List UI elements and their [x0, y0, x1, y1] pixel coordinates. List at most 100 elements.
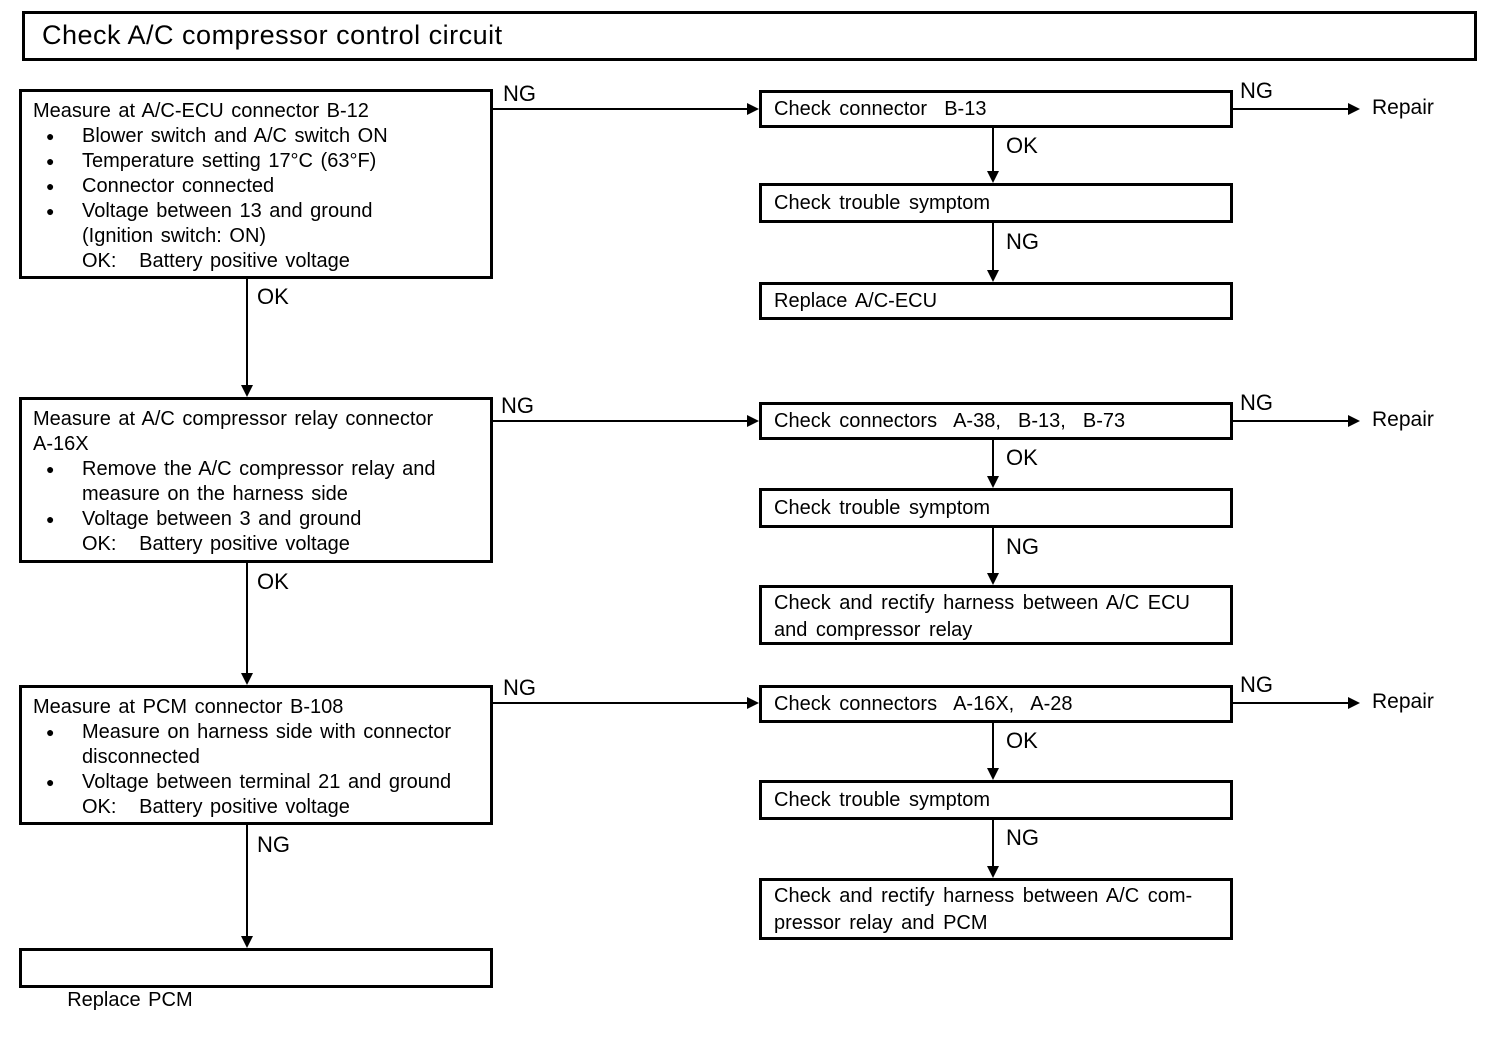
measure-compressor-relay-box: Measure at A/C compressor relay connecto…: [19, 397, 493, 563]
ok-label: OK: [1006, 728, 1038, 753]
bullet-line: Voltage between 13 and ground: [82, 200, 373, 222]
header-line: Measure at A/C-ECU connector B-12: [33, 100, 369, 122]
box-text: Check and rectify harness between A/C co…: [774, 885, 1193, 907]
bullet-line: Remove the A/C compressor relay and: [82, 458, 436, 480]
ng-label: NG: [501, 393, 534, 418]
bullet-icon: ●: [46, 461, 55, 477]
bullet-icon: ●: [46, 178, 55, 194]
check-connector-b13-box: Check connector B-13: [759, 90, 1233, 128]
bullet-line: OK: Battery positive voltage: [82, 533, 350, 555]
arrowhead-right-icon: [1348, 697, 1360, 709]
ok-label: OK: [257, 284, 289, 309]
ok-label: OK: [1006, 133, 1038, 158]
bullet-icon: ●: [46, 724, 55, 740]
flow-line: [992, 440, 994, 476]
header-line: Measure at A/C compressor relay connecto…: [33, 408, 434, 430]
bullet-icon: ●: [46, 153, 55, 169]
bullet-line: Blower switch and A/C switch ON: [82, 125, 388, 147]
arrowhead-right-icon: [747, 697, 759, 709]
arrowhead-down-icon: [241, 936, 253, 948]
repair-label: Repair: [1372, 690, 1434, 713]
measure-pcm-box: Measure at PCM connector B-108 ● Measure…: [19, 685, 493, 825]
bullet-icon: ●: [46, 774, 55, 790]
bullet-item: ● Voltage between 3 and ground OK: Batte…: [33, 507, 482, 557]
flow-line: [1232, 420, 1348, 422]
arrowhead-right-icon: [747, 103, 759, 115]
ok-label: OK: [257, 569, 289, 594]
flow-line: [992, 128, 994, 171]
ng-label: NG: [503, 675, 536, 700]
check-trouble-symptom-box-3: Check trouble symptom: [759, 780, 1233, 820]
bullet-item: ● Temperature setting 17°C (63°F): [33, 149, 482, 174]
bullet-line: measure on the harness side: [82, 483, 348, 505]
box-text: pressor relay and PCM: [774, 912, 988, 934]
bullet-item: ● Connector connected: [33, 174, 482, 199]
title-box: Check A/C compressor control circuit: [22, 11, 1477, 61]
repair-label: Repair: [1372, 408, 1434, 431]
replace-ac-ecu-box: Replace A/C-ECU: [759, 282, 1233, 320]
box-text: Check trouble symptom: [774, 497, 991, 519]
box-text: Check connector B-13: [774, 98, 987, 120]
arrowhead-down-icon: [241, 673, 253, 685]
arrowhead-down-icon: [987, 866, 999, 878]
flow-line: [246, 825, 248, 936]
ng-label: NG: [1006, 229, 1039, 254]
flow-line: [246, 279, 248, 387]
box-text: Check connectors A-38, B-13, B-73: [774, 410, 1126, 432]
bullet-item: ● Voltage between 13 and ground (Ignitio…: [33, 199, 482, 274]
bullet-item: ● Measure on harness side with connector…: [33, 720, 482, 770]
flow-line: [992, 723, 994, 768]
bullet-line: disconnected: [82, 746, 200, 768]
bullet-icon: ●: [46, 511, 55, 527]
arrowhead-right-icon: [747, 415, 759, 427]
bullet-line: OK: Battery positive voltage: [82, 250, 350, 272]
ok-label: NG: [257, 832, 290, 857]
box-header: Measure at A/C compressor relay connecto…: [33, 407, 482, 457]
ng-label: NG: [1240, 78, 1273, 103]
rectify-harness-relay-pcm-box: Check and rectify harness between A/C co…: [759, 878, 1233, 940]
flow-line: [992, 820, 994, 866]
repair-label: Repair: [1372, 96, 1434, 119]
flow-line: [493, 702, 747, 704]
check-trouble-symptom-box-2: Check trouble symptom: [759, 488, 1233, 528]
flow-line: [493, 420, 747, 422]
flow-line: [493, 108, 747, 110]
page-title: Check A/C compressor control circuit: [42, 20, 503, 50]
arrowhead-right-icon: [1348, 415, 1360, 427]
arrowhead-down-icon: [987, 171, 999, 183]
box-header: Measure at A/C-ECU connector B-12: [33, 99, 482, 124]
header-line: Measure at PCM connector B-108: [33, 696, 344, 718]
box-text: Check connectors A-16X, A-28: [774, 693, 1073, 715]
bullet-line: Temperature setting 17°C (63°F): [82, 150, 377, 172]
ng-label: NG: [503, 81, 536, 106]
box-header: Measure at PCM connector B-108: [33, 695, 482, 720]
ok-label: OK: [1006, 445, 1038, 470]
bullet-item: ● Blower switch and A/C switch ON: [33, 124, 482, 149]
bullet-item: ● Voltage between terminal 21 and ground…: [33, 770, 482, 820]
flowchart-canvas: Check A/C compressor control circuit Mea…: [19, 11, 1477, 1011]
arrowhead-down-icon: [987, 270, 999, 282]
bullet-line: Voltage between terminal 21 and ground: [82, 771, 452, 793]
rectify-harness-ecu-relay-box: Check and rectify harness between A/C EC…: [759, 585, 1233, 645]
flow-line: [992, 528, 994, 573]
ng-label: NG: [1006, 534, 1039, 559]
check-connectors-a16x-a28-box: Check connectors A-16X, A-28: [759, 685, 1233, 723]
bullet-line: Voltage between 3 and ground: [82, 508, 362, 530]
ng-label: NG: [1006, 825, 1039, 850]
arrowhead-right-icon: [1348, 103, 1360, 115]
header-line: A-16X: [33, 433, 89, 455]
bullet-line: Measure on harness side with connector: [82, 721, 452, 743]
box-text: Check trouble symptom: [774, 192, 991, 214]
bullet-icon: ●: [46, 128, 55, 144]
measure-ac-ecu-box: Measure at A/C-ECU connector B-12 ● Blow…: [19, 89, 493, 279]
flow-line: [246, 563, 248, 673]
bullet-item: ● Remove the A/C compressor relay and me…: [33, 457, 482, 507]
box-text: Check and rectify harness between A/C EC…: [774, 592, 1190, 614]
box-text: Check trouble symptom: [774, 789, 991, 811]
flow-line: [1232, 108, 1348, 110]
box-text: Replace A/C-ECU: [774, 290, 938, 312]
box-text: and compressor relay: [774, 619, 973, 641]
bullet-line: OK: Battery positive voltage: [82, 796, 350, 818]
arrowhead-down-icon: [987, 476, 999, 488]
bullet-icon: ●: [46, 203, 55, 219]
